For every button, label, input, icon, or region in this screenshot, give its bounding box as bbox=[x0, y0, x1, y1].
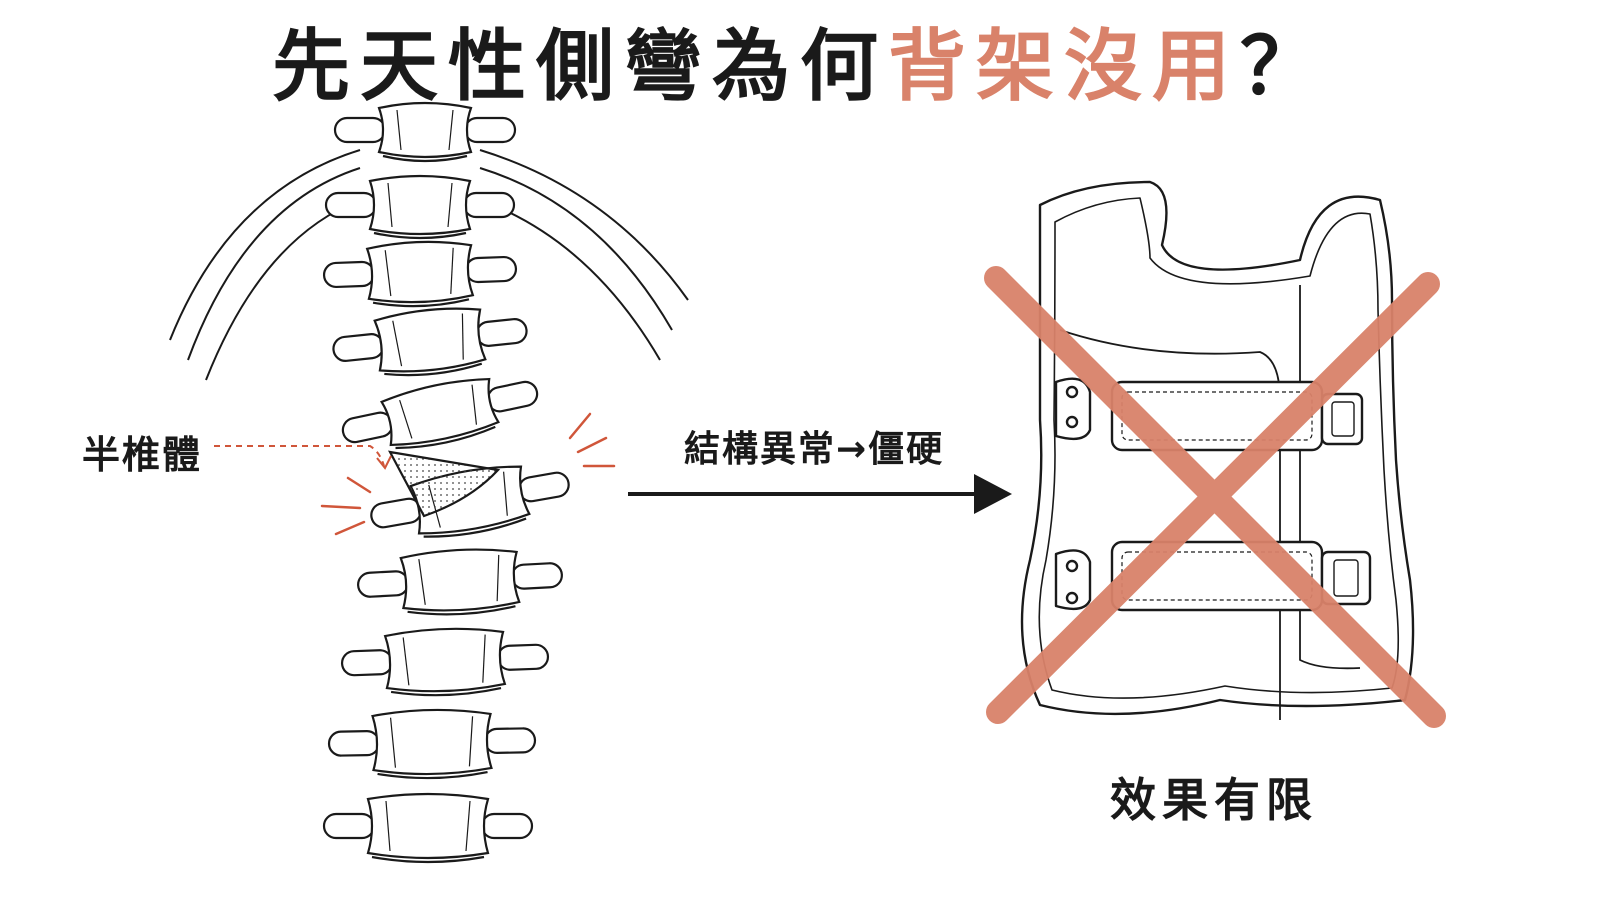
title-part1: 先天性側彎為何 bbox=[271, 22, 888, 112]
hemivertebra-icon bbox=[387, 450, 501, 518]
vertebra bbox=[341, 377, 539, 450]
vertebra bbox=[333, 101, 517, 163]
structure-label: 結構異常→僵硬 bbox=[684, 429, 945, 470]
vertebra bbox=[332, 307, 528, 377]
title-highlight: 背架沒用 bbox=[887, 22, 1240, 112]
spine-icon bbox=[322, 101, 570, 864]
vertebra bbox=[324, 174, 516, 240]
emphasis-marks-icon bbox=[320, 412, 616, 536]
title-question-mark: ？ bbox=[1240, 22, 1329, 112]
vertebra bbox=[327, 708, 537, 780]
effect-label: 效果有限 bbox=[1110, 773, 1318, 827]
vertebra bbox=[322, 792, 534, 864]
vertebra bbox=[340, 627, 550, 697]
hemivertebra-label: 半椎體 bbox=[82, 433, 203, 477]
vertebra bbox=[322, 240, 518, 308]
red-x-icon bbox=[984, 266, 1446, 728]
page-title: 先天性側彎為何背架沒用？ bbox=[0, 22, 1600, 112]
hemivertebra-pointer-icon bbox=[214, 445, 392, 470]
vertebra bbox=[357, 548, 563, 616]
right-arrow-icon bbox=[628, 474, 1012, 514]
